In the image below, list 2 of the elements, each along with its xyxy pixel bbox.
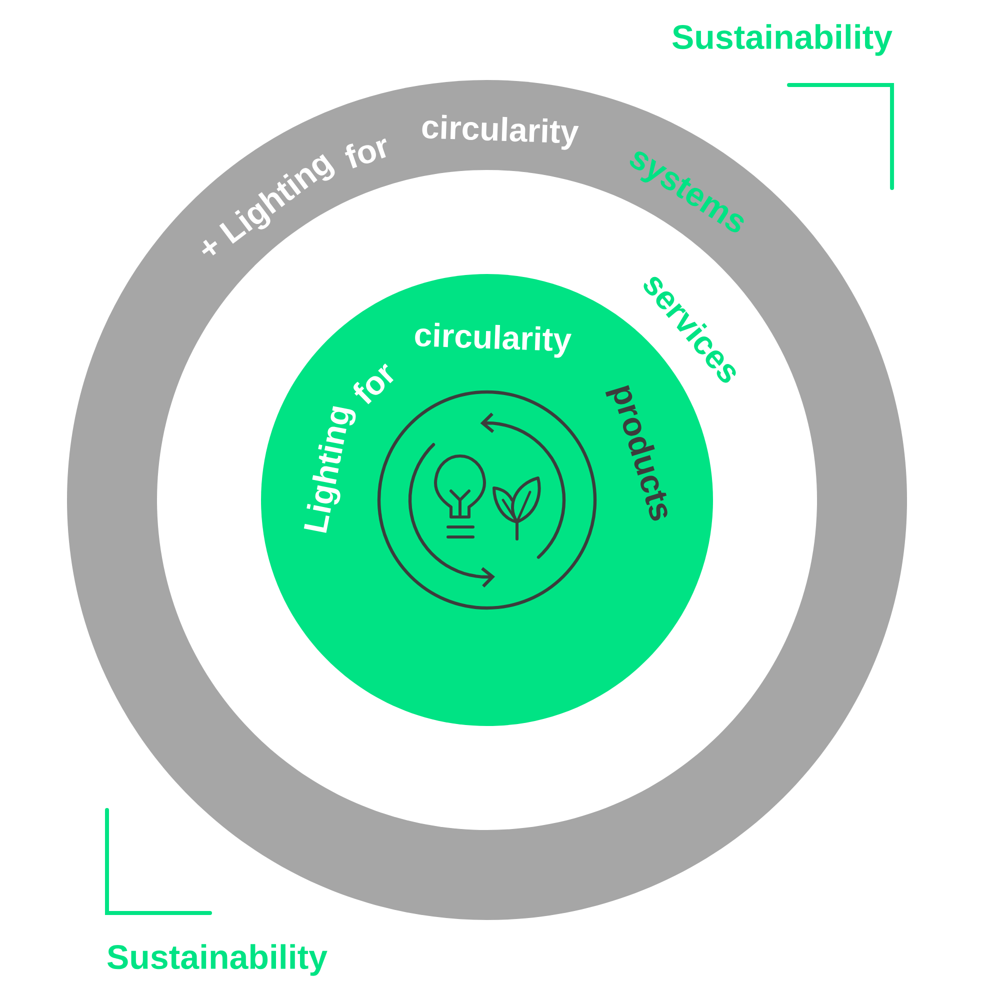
heading-label: Sustainability: [672, 24, 892, 56]
heading-label: Sustainability: [107, 944, 328, 976]
